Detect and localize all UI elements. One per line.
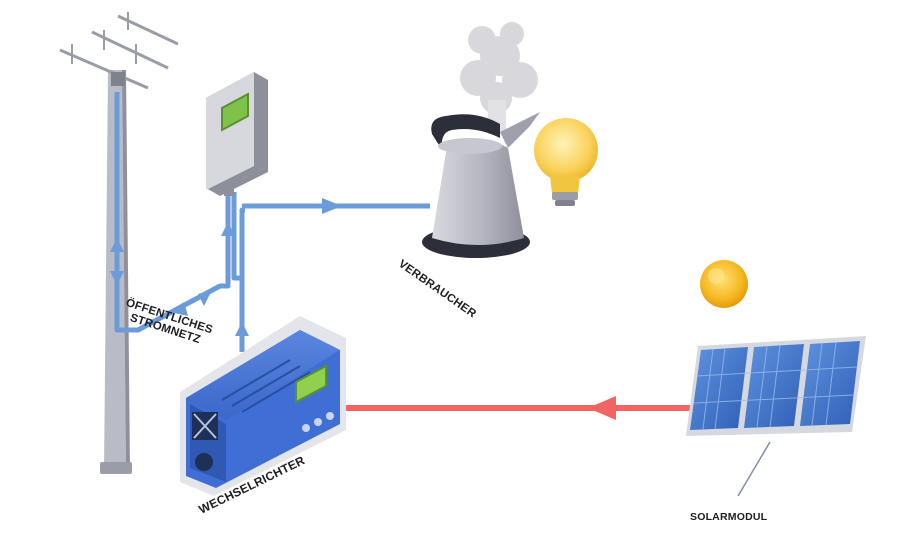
solar-module-label: SOLARMODUL <box>690 511 768 523</box>
inverter-icon <box>180 316 346 496</box>
electricity-meter-icon <box>206 72 268 196</box>
solar-panel-icon <box>686 336 866 497</box>
dc-connection-line <box>346 396 690 420</box>
kettle-icon <box>422 22 540 258</box>
ac-flow-arrows <box>110 198 342 336</box>
sun-icon <box>700 260 748 308</box>
light-bulb-icon <box>534 118 598 206</box>
